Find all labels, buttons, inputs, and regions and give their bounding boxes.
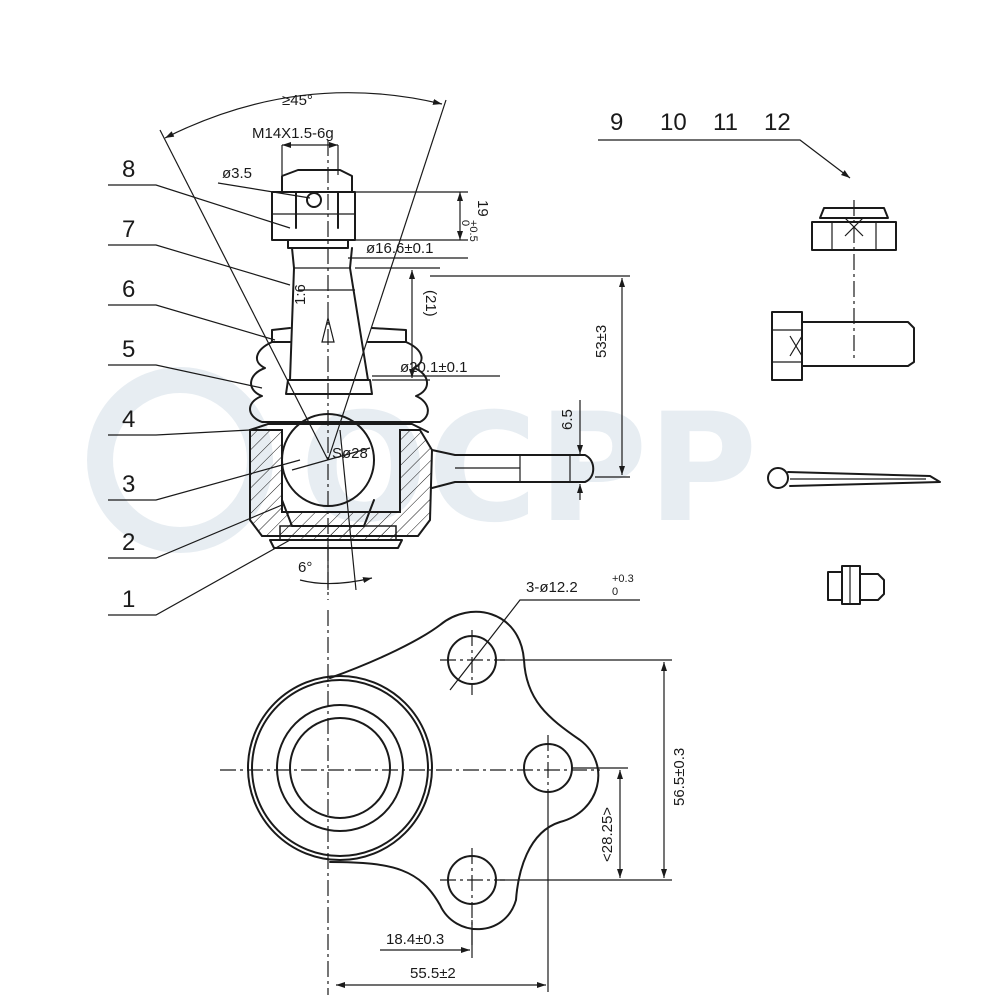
kit-nut xyxy=(811,200,897,360)
hole-half-label: <28.25> xyxy=(599,807,616,862)
taper-label: 1:6 xyxy=(292,284,309,305)
part-label-1: 1 xyxy=(122,586,135,613)
hole-span-label: 56.5±0.3 xyxy=(671,748,688,806)
kit-label-11: 11 xyxy=(713,109,738,136)
holes-tol-upper: +0.3 xyxy=(612,573,634,585)
overall-width-dimension: 55.5±2 xyxy=(336,800,549,992)
part-label-8: 8 xyxy=(122,156,135,183)
flange-thk-label: 6.5 xyxy=(559,409,576,430)
thread-dimension: M14X1.5-6g ø3.5 xyxy=(217,125,339,199)
hole-offset-dimension: 18.4±0.3 xyxy=(380,920,473,958)
stud xyxy=(285,247,373,395)
overall-width-label: 55.5±2 xyxy=(410,965,456,982)
holes-tol-lower: 0 xyxy=(612,586,618,598)
holes-label: 3-ø12.2 xyxy=(526,579,578,596)
height-dimension: 53±3 xyxy=(430,275,630,478)
nut-height-tol-lower: 0 xyxy=(459,220,471,226)
part-leaders xyxy=(108,184,301,616)
kit-grease-fitting xyxy=(827,565,885,605)
angle-dimension-top: ≥45° xyxy=(159,92,447,461)
part-label-2: 2 xyxy=(122,529,135,556)
flange-thk-dimension: 6.5 xyxy=(559,400,583,500)
angle-dimension-bottom: 6° xyxy=(298,429,373,591)
angle-top-label: ≥45° xyxy=(282,92,313,109)
stud-dia-label: ø16.6±0.1 xyxy=(366,240,433,257)
taper-len-label: (21) xyxy=(422,290,439,317)
kit-cotter-pin xyxy=(767,467,941,489)
kit-leader xyxy=(598,139,851,179)
kit-label-9: 9 xyxy=(610,109,623,136)
castle-nut xyxy=(271,169,356,249)
kit-label-10: 10 xyxy=(660,109,687,136)
hole-offset-label: 18.4±0.3 xyxy=(386,931,444,948)
pin-hole-label: ø3.5 xyxy=(222,165,252,182)
part-label-7: 7 xyxy=(122,216,135,243)
part-label-6: 6 xyxy=(122,276,135,303)
ball xyxy=(281,413,375,507)
kit-bolt xyxy=(771,311,915,381)
nut-height-label: 19 xyxy=(474,200,491,217)
part-label-3: 3 xyxy=(122,471,135,498)
hole-half-dimension: <28.25> xyxy=(572,767,628,878)
nut-height-dimension: 19 +0.5 0 xyxy=(355,191,491,242)
holes-dimension: 3-ø12.2 +0.3 0 xyxy=(449,573,640,691)
angle-bottom-label: 6° xyxy=(298,559,312,576)
ball-dia-dimension: Sø28 xyxy=(291,445,371,471)
plan-view xyxy=(220,610,600,995)
nut-height-tol-upper: +0.5 xyxy=(467,220,479,242)
stud-base-label: ø20.1±0.1 xyxy=(400,359,467,376)
thread-label: M14X1.5-6g xyxy=(252,125,334,142)
height-label: 53±3 xyxy=(593,325,610,358)
part-label-4: 4 xyxy=(122,406,135,433)
ball-dia-label: Sø28 xyxy=(332,445,368,462)
flange-arm xyxy=(431,449,595,489)
kit-label-12: 12 xyxy=(764,109,791,136)
part-label-5: 5 xyxy=(122,336,135,363)
taper-len-dimension: (21) xyxy=(355,267,440,381)
stud-dia-dimension: ø16.6±0.1 xyxy=(348,240,468,259)
stud-base-dimension: ø20.1±0.1 xyxy=(372,359,500,377)
hole-span-dimension: 56.5±0.3 xyxy=(500,659,688,881)
